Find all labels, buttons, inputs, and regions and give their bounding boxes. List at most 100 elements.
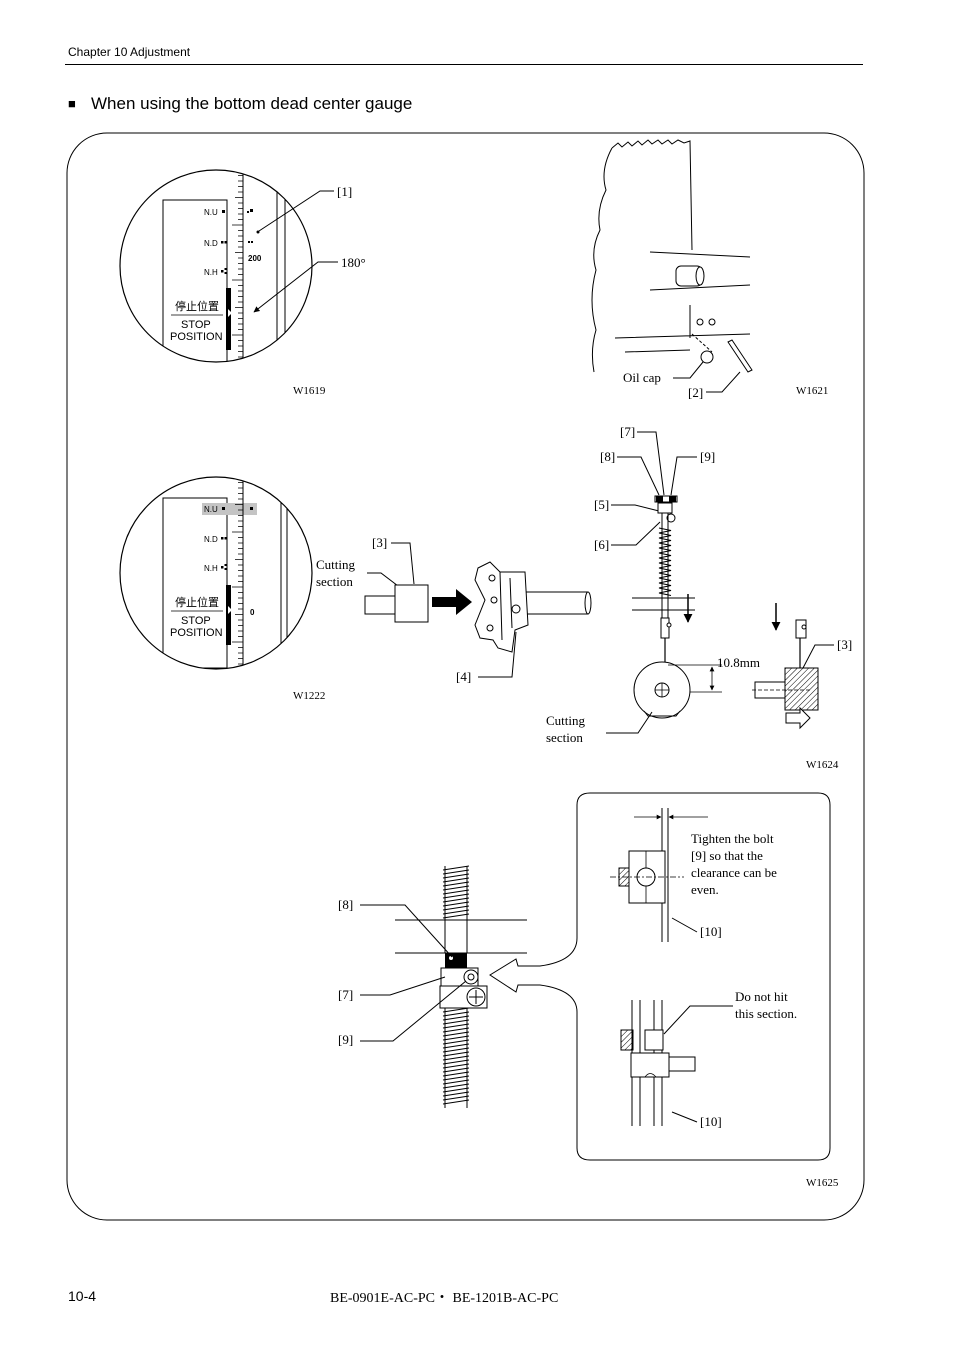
stop-position-jp: 停止位置 [175,299,219,313]
figure-code-w1624: W1624 [806,759,839,771]
cutting-section-leader [367,572,403,590]
cutting-section-bottom-line2: section [546,730,583,745]
needle-bar-figure-w1624: [7] [8] [9] [5] [6] 10.8mm Cutting secti… [546,424,852,771]
nu-scale-mark [247,211,249,213]
nu-mark [222,210,225,213]
square-bullet-icon: ■ [68,96,76,111]
page-number: 10-4 [68,1288,97,1304]
nd-mark [221,241,224,244]
bolt-knob [620,1029,634,1051]
callout-6-leader [611,521,661,546]
stopper-collar-screw [463,969,479,985]
gauge-face: N.U N.D 200 N.H 停止位置 STOP POSITION [162,170,286,362]
nu-mark [222,507,225,510]
needle-bar-spring [658,527,672,596]
section-heading: ■ When using the bottom dead center gauge [68,94,412,114]
callout-3-leader [391,542,415,585]
gauge-pin [727,339,753,373]
gauge-scale-value: 0 [250,608,255,617]
nh-mark [224,272,227,274]
gauge-label-panel [162,497,228,669]
callout-7-leader [360,976,446,996]
do-not-hit-note-line1: Do not hit [735,989,788,1004]
nh-mark [224,268,227,270]
collar-clamp-block [656,496,663,502]
stopper-collar [657,502,673,514]
nu-scale-mark [250,507,253,510]
angle-leader-arrow [253,261,338,313]
cutting-section-bottom-leader [606,711,653,734]
position-label: POSITION [170,627,223,639]
pull-direction-arrow [785,706,811,730]
gauge-outline [119,476,313,670]
machine-rail-upper [649,251,751,258]
needle-clamp [795,619,807,639]
machine-head-outline [611,139,693,251]
callout-5-label: [5] [594,497,609,512]
callout-9-leader [360,980,467,1042]
figure-code-w1621: W1621 [796,385,828,397]
gauge-label-panel [162,199,228,362]
nd-scale-mark [251,241,253,243]
cutting-section-label-line2: section [316,574,353,589]
machine-rail-lower [649,284,751,291]
machine-bed-line [614,305,751,353]
callout-3-right-label: [3] [837,637,852,652]
collar-clamp-block [669,496,676,502]
needle-clamp-screw [666,622,672,628]
callout-2-leader [706,371,741,393]
figure-code-w1625: W1625 [806,1177,839,1189]
callout-10-bottom-leader [671,1111,698,1123]
callout-10-bottom-label: [10] [700,1114,722,1129]
callout-10-top-leader [671,917,698,933]
upper-collar [445,953,467,968]
collar-shaft [668,1056,696,1072]
machine-figure-w1621: Oil cap [2] W1621 [591,139,828,400]
removal-direction-line [691,333,713,353]
figure-code-w1619: W1619 [293,385,326,397]
callout-4-leader [478,631,517,678]
nd-mark [224,241,227,244]
gauge-nh-label: N.H [204,564,218,573]
stopper-collar-screw-head [467,973,475,981]
callout-9-leader [670,456,697,496]
scale-ticks [232,170,243,358]
bracket-screw [490,596,498,604]
position-label: POSITION [170,331,223,343]
callout-10-top-label: [10] [700,924,722,939]
figure-code-w1222: W1222 [293,690,325,702]
callout-3-right-leader [802,644,834,669]
gauge-scale-value: 200 [248,254,262,263]
nh-mark [224,568,227,570]
callout-5-leader [611,504,660,512]
gauge-outline [119,169,313,363]
gauge-face: N.U N.D N.H 停止位置 STOP POSITION 0 [162,477,288,669]
callout-6-label: [6] [594,537,609,552]
cutting-section-bottom-line1: Cutting [546,713,586,728]
callout-8-leader [617,456,660,496]
callout-3-label: [3] [372,535,387,550]
shaft-thread [442,865,470,919]
callout-7-label: [7] [338,987,353,1002]
cutting-section-label-line1: Cutting [316,557,356,572]
bracket-screw [511,604,521,614]
stop-position-marker [228,309,232,317]
header-rule [65,64,863,65]
oil-cap-leader [673,361,704,379]
needle-bar-rod-end [584,591,592,615]
chapter-header: Chapter 10 Adjustment [68,45,191,59]
stopper-screw [666,513,676,523]
gauge-nu-label: N.U [204,208,218,217]
callout-8-label: [8] [600,449,615,464]
tighten-note-line2: [9] so that the [691,848,763,863]
nd-scale-mark [248,241,250,243]
nh-mark [221,566,224,569]
tighten-note-line4: even. [691,882,719,897]
callout-1-leader [258,190,334,232]
angle-label: 180° [341,255,366,270]
gauge-figure-w1222: N.U N.D N.H 停止位置 STOP POSITION 0 W1222 [119,476,325,702]
oil-hole [708,318,716,326]
gauge-nd-label: N.D [204,535,218,544]
section-title: When using the bottom dead center gauge [91,94,413,113]
